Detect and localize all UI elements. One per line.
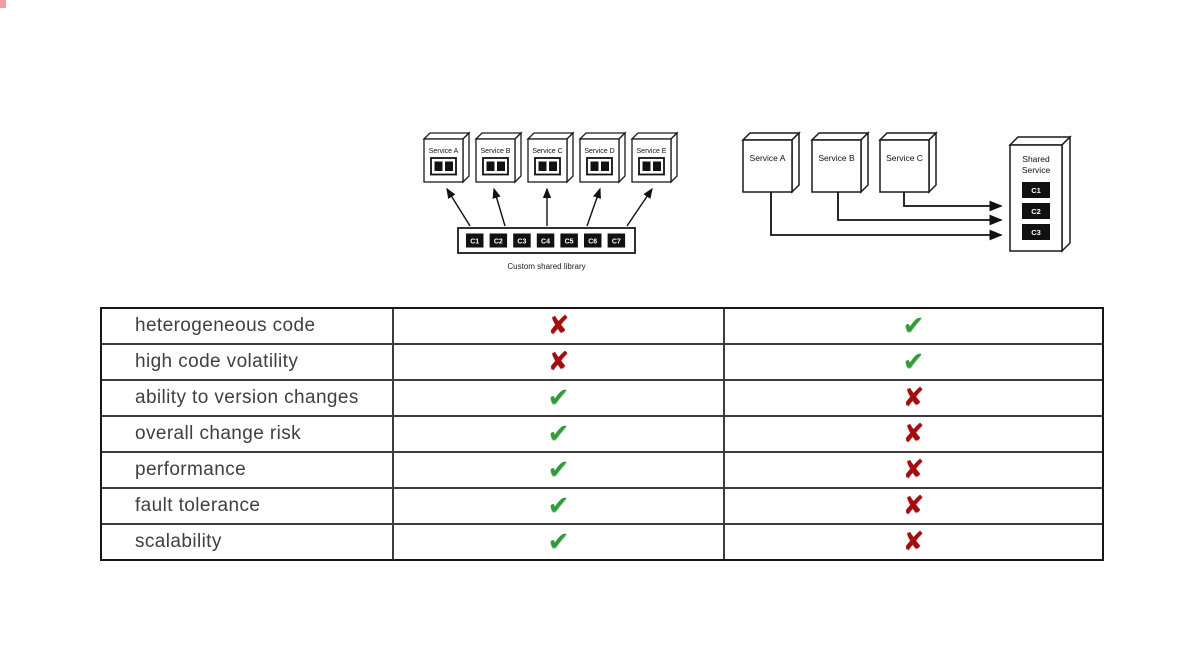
component-label: C4 [541, 239, 550, 246]
row-label: high code volatility [102, 345, 394, 379]
shared-service-diagram: Service A Service B Service C Shared Ser [741, 131, 1072, 253]
component-label: C5 [565, 239, 574, 246]
row-label: heterogeneous code [102, 309, 394, 343]
service-box: Service B [810, 131, 870, 194]
table-row: heterogeneous code ✘ ✔ [102, 309, 1102, 345]
result-mark: ✘ [547, 311, 570, 341]
row-label: scalability [102, 525, 394, 559]
service-label: Service A [750, 153, 786, 163]
row-label: performance [102, 453, 394, 487]
corner-red-artifact [0, 0, 6, 8]
table-row: scalability ✔ ✘ [102, 525, 1102, 559]
shared-component [1022, 203, 1050, 219]
service-box: Service A [741, 131, 801, 194]
table-row: overall change risk ✔ ✘ [102, 417, 1102, 453]
result-mark: ✔ [547, 491, 570, 521]
component-label: C3 [1031, 228, 1041, 237]
result-mark: ✔ [902, 311, 925, 341]
result-mark: ✘ [902, 527, 925, 557]
shared-component [1022, 224, 1050, 240]
library-caption: Custom shared library [507, 262, 585, 271]
comparison-table: heterogeneous code ✘ ✔ high code volatil… [100, 307, 1104, 561]
shared-service-box: Shared Service C1 C2 C3 [1008, 135, 1072, 253]
service-box: Service C [526, 131, 575, 184]
component-square-icon [653, 161, 661, 171]
row-label: ability to version changes [102, 381, 394, 415]
service-label: Service E [637, 148, 667, 155]
library-component [513, 233, 531, 248]
table-row: high code volatility ✘ ✔ [102, 345, 1102, 381]
library-component [584, 233, 602, 248]
table-row: performance ✔ ✘ [102, 453, 1102, 489]
result-mark: ✔ [547, 383, 570, 413]
library-component [466, 233, 484, 248]
library-to-service-arrows [446, 187, 653, 227]
component-label: C2 [494, 239, 503, 246]
component-square-icon [486, 161, 495, 171]
row-label: fault tolerance [102, 489, 394, 523]
service-label: Service B [818, 153, 855, 163]
result-mark: ✔ [902, 347, 925, 377]
result-mark: ✔ [547, 419, 570, 449]
component-label: C3 [517, 239, 526, 246]
component-label: C7 [612, 239, 621, 246]
result-mark: ✘ [902, 383, 925, 413]
row-label: overall change risk [102, 417, 394, 451]
result-mark: ✔ [547, 455, 570, 485]
service-box: Service C [878, 131, 938, 194]
result-mark: ✘ [902, 455, 925, 485]
result-mark: ✘ [902, 491, 925, 521]
component-label: C6 [588, 239, 597, 246]
library-component [489, 233, 508, 248]
library-component [607, 233, 626, 248]
component-label: C1 [1031, 186, 1041, 195]
service-box: Service D [578, 131, 627, 184]
result-mark: ✔ [547, 527, 570, 557]
component-square-icon [538, 161, 547, 171]
shared-component [1022, 182, 1050, 198]
component-label: C2 [1031, 207, 1041, 216]
service-label: Service D [584, 148, 614, 155]
component-square-icon [497, 161, 505, 171]
result-mark: ✘ [547, 347, 570, 377]
component-label: C1 [470, 239, 479, 246]
component-square-icon [549, 161, 557, 171]
service-to-shared-arrows [770, 192, 1003, 241]
service-label: Service C [886, 153, 923, 163]
result-mark: ✘ [902, 419, 925, 449]
component-square-icon [445, 161, 453, 171]
service-label: Service B [481, 148, 511, 155]
component-square-icon [434, 161, 443, 171]
library-component [560, 233, 578, 248]
shared-service-label-line2: Service [1022, 165, 1051, 175]
service-label: Service A [429, 148, 459, 155]
library-component [536, 233, 555, 248]
service-box: Service A [422, 131, 471, 184]
table-row: ability to version changes ✔ ✘ [102, 381, 1102, 417]
service-box: Service B [474, 131, 523, 184]
custom-shared-library-box: C1 C2 C3 C4 C5 C6 C7 Custom shared libra… [457, 227, 636, 271]
service-label: Service C [532, 148, 562, 155]
table-row: fault tolerance ✔ ✘ [102, 489, 1102, 525]
custom-shared-library-diagram: Service A Service B Service C [422, 131, 679, 271]
shared-service-label-line1: Shared [1022, 154, 1050, 164]
component-square-icon [601, 161, 609, 171]
service-box: Service E [630, 131, 679, 184]
component-square-icon [590, 161, 599, 171]
component-square-icon [642, 161, 651, 171]
